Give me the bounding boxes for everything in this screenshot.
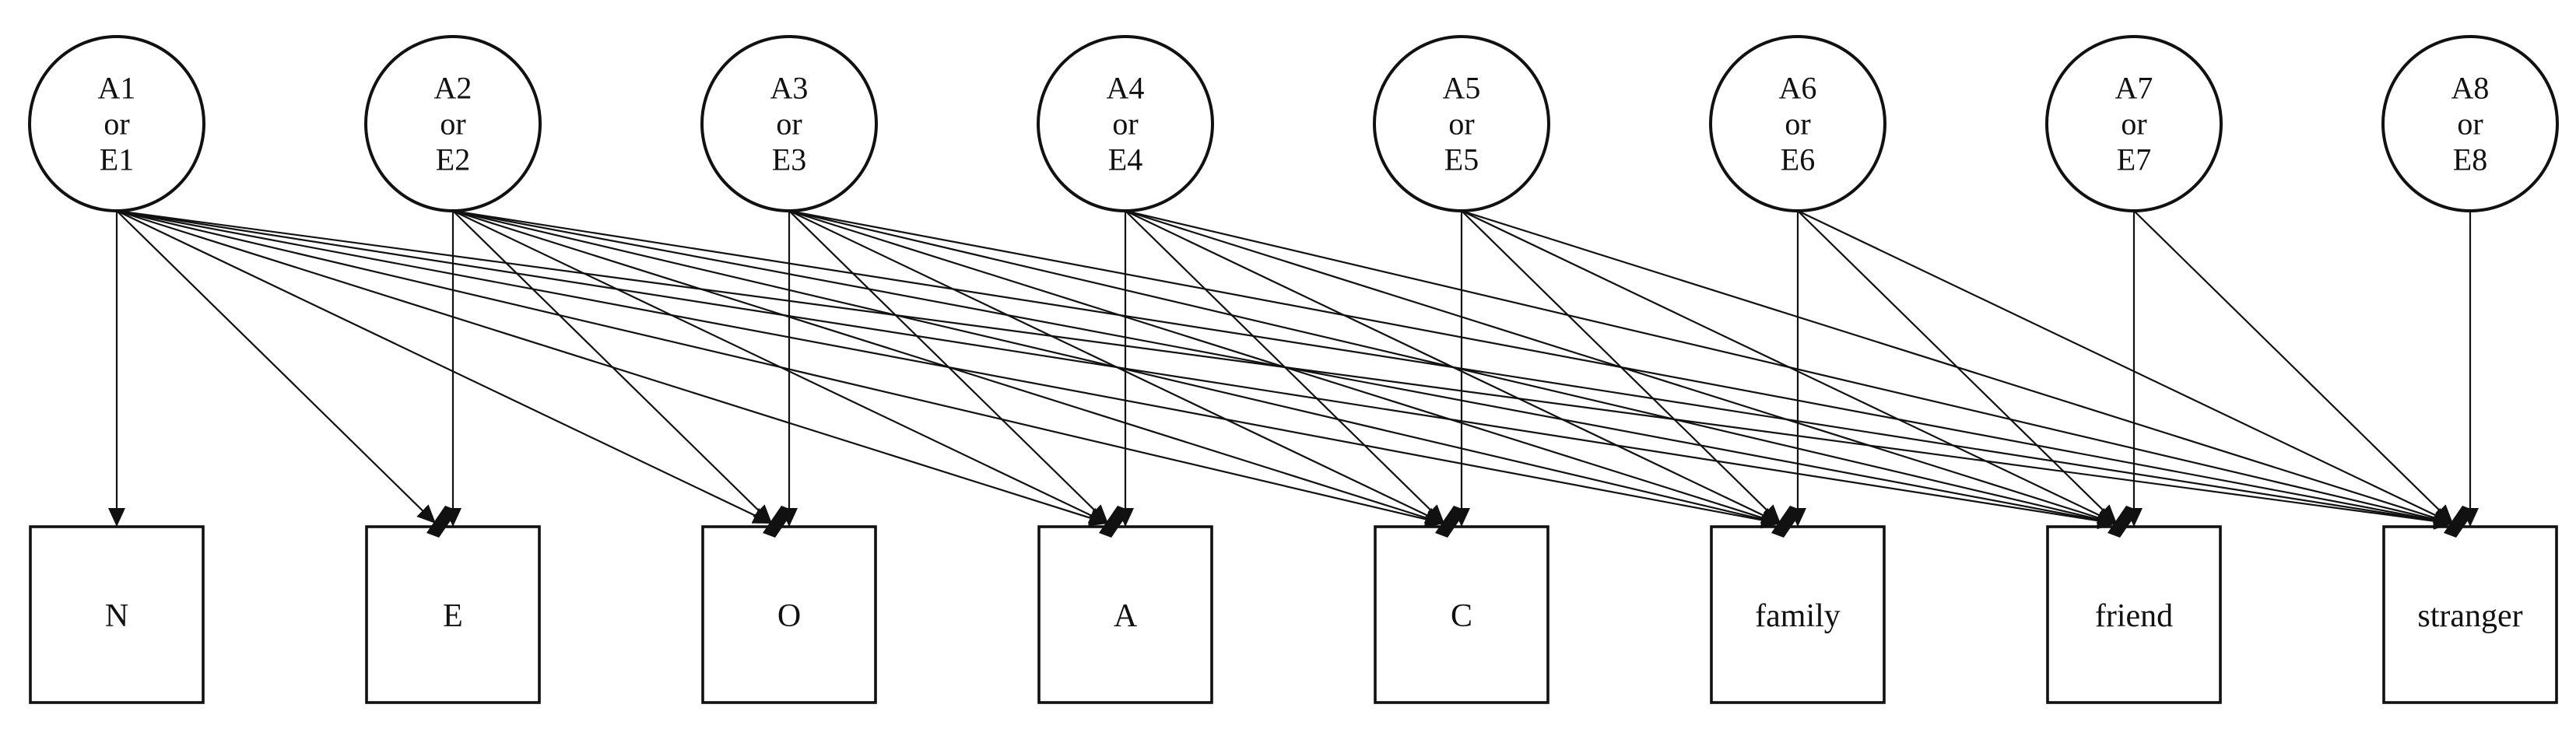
edge-AE5-family (1461, 210, 1781, 524)
observed-square-E (365, 525, 541, 704)
edge-AE3-A (788, 210, 1109, 524)
observed-square-N (29, 525, 205, 704)
latent-circle-AE1 (28, 35, 205, 212)
latent-circle-AE5 (1373, 35, 1550, 212)
latent-circle-AE6 (1709, 35, 1886, 212)
observed-label-N: N (105, 598, 128, 634)
edge-AE3-C (788, 210, 1445, 524)
edge-AE4-family (1125, 210, 1781, 524)
edges-from-AE1 (108, 209, 2454, 530)
arrowhead-cluster-A (1099, 506, 1130, 538)
latent-circle-AE3 (700, 35, 878, 212)
observed-node-A: A (1037, 525, 1213, 704)
edge-AE2-A (452, 210, 1109, 524)
edges-from-AE4 (1117, 209, 2454, 528)
arrowhead-cluster-E (426, 506, 458, 538)
observed-label-A: A (1114, 598, 1138, 634)
observed-node-N: N (29, 525, 205, 704)
arrowhead-cluster-friend (2107, 506, 2139, 538)
edge-AE6-friend (1797, 210, 2118, 524)
edge-AE2-O (452, 210, 773, 524)
observed-label-family: family (1755, 598, 1841, 634)
edges-from-AE3 (781, 209, 2454, 529)
observed-label-friend: friend (2095, 598, 2173, 634)
observed-square-friend (2046, 525, 2222, 704)
latent-circle-AE8 (2381, 35, 2559, 212)
observed-node-friend: friend (2046, 525, 2222, 704)
edge-AE1-O (116, 210, 773, 524)
arrowhead-cluster-stranger (2444, 506, 2475, 538)
observed-node-O: O (701, 525, 877, 704)
latent-circle-AE4 (1037, 35, 1214, 212)
observed-square-stranger (2382, 525, 2558, 704)
arrowhead-cluster-family (1771, 506, 1802, 538)
arrowhead-cluster-C (1435, 506, 1466, 538)
observed-label-C: C (1451, 598, 1472, 634)
observed-square-C (1374, 525, 1549, 704)
observed-node-stranger: stranger (2382, 525, 2558, 704)
edge-AE5-friend (1461, 210, 2118, 524)
observed-square-family (1710, 525, 1886, 704)
edge-AE4-C (1125, 210, 1445, 524)
arrowhead-cluster-O (763, 506, 794, 538)
observed-label-O: O (777, 598, 801, 634)
edges-from-AE7 (2125, 210, 2454, 527)
observed-node-E: E (365, 525, 541, 704)
observed-label-E: E (443, 598, 463, 634)
edges-from-AE2 (444, 209, 2454, 530)
observed-square-A (1037, 525, 1213, 704)
observed-label-stranger: stranger (2417, 598, 2522, 634)
observed-node-C: C (1374, 525, 1549, 704)
edge-AE7-stranger (2133, 210, 2454, 524)
edge-AE1-E (116, 210, 437, 524)
latent-circle-AE2 (364, 35, 542, 212)
edges-from-AE5 (1453, 209, 2454, 527)
edges-from-AE6 (1789, 210, 2454, 527)
edge-AE6-stranger (1797, 210, 2454, 524)
observed-node-family: family (1710, 525, 1886, 704)
latent-circle-AE7 (2045, 35, 2223, 212)
